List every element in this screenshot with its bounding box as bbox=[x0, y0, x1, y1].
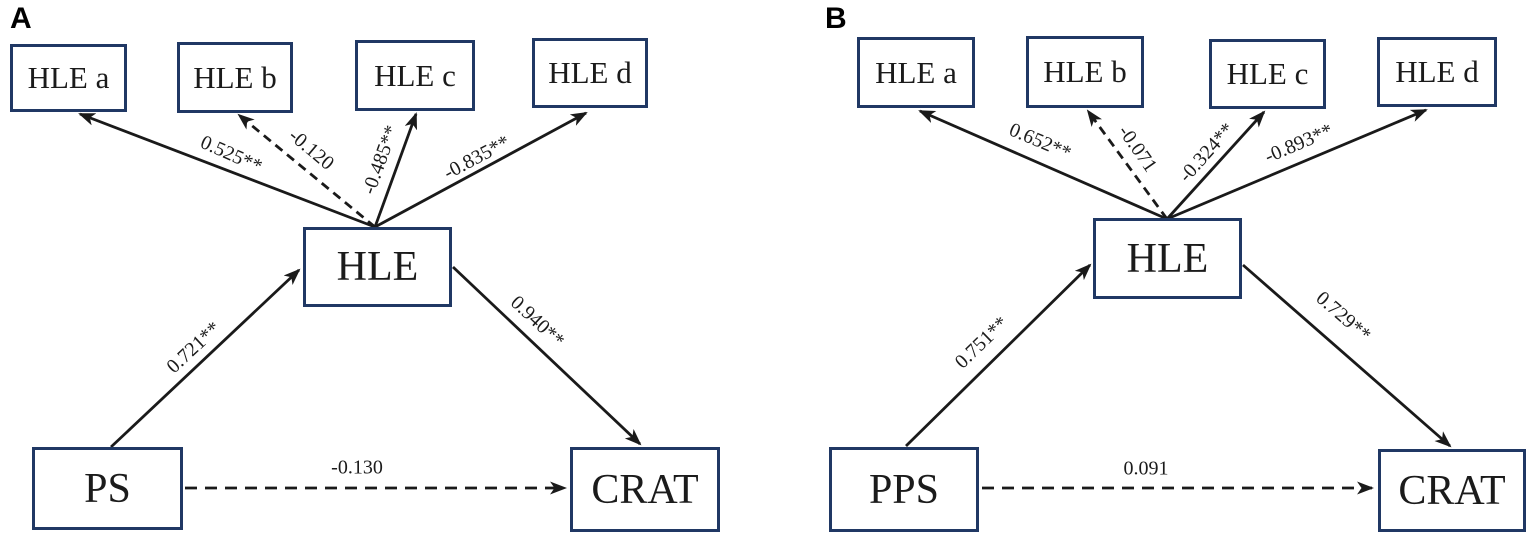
arrow-hle-to-hle-c-panel-b bbox=[1165, 110, 1266, 220]
node-crat-panel-a: CRAT bbox=[570, 447, 720, 532]
arrow-hle-to-hle-a-panel-a bbox=[78, 112, 376, 229]
panel-a-label: A bbox=[10, 2, 32, 35]
arrow-hle-to-crat-panel-a bbox=[452, 265, 642, 446]
panel-b-label: B bbox=[825, 2, 847, 35]
node-hle-panel-b: HLE bbox=[1093, 218, 1242, 299]
arrow-hle-to-hle-d-panel-a bbox=[374, 111, 588, 229]
arrow-ps-to-hle-panel-a bbox=[110, 268, 301, 449]
node-hle-d-panel-a: HLE d bbox=[532, 38, 648, 108]
node-hle-panel-a: HLE bbox=[303, 227, 452, 307]
arrow-hle-to-hle-a-panel-b bbox=[918, 109, 1168, 221]
node-hle-a-panel-b: HLE a bbox=[857, 37, 975, 108]
node-hle-d-panel-b: HLE d bbox=[1377, 37, 1497, 107]
arrow-hle-to-hle-c-panel-a bbox=[373, 112, 418, 228]
node-hle-a-panel-a: HLE a bbox=[10, 44, 127, 112]
node-hle-b-panel-a: HLE b bbox=[177, 42, 293, 113]
node-ps-panel-a: PS bbox=[32, 447, 183, 530]
arrow-hle-to-crat-panel-b bbox=[1242, 263, 1452, 448]
node-hle-b-panel-b: HLE b bbox=[1026, 36, 1144, 108]
node-hle-c-panel-a: HLE c bbox=[355, 40, 475, 111]
arrow-hle-to-hle-d-panel-b bbox=[1166, 108, 1428, 221]
edge-label-pps-to-crat-panel-b: 0.091 bbox=[1123, 457, 1169, 480]
node-crat-panel-b: CRAT bbox=[1378, 449, 1526, 532]
arrow-pps-to-hle-panel-b bbox=[905, 263, 1092, 447]
node-pps-panel-b: PPS bbox=[829, 447, 979, 532]
edge-label-ps-to-crat-panel-a: -0.130 bbox=[331, 456, 383, 479]
node-hle-c-panel-b: HLE c bbox=[1209, 39, 1326, 109]
arrow-hle-to-hle-b-panel-b bbox=[1086, 109, 1169, 220]
